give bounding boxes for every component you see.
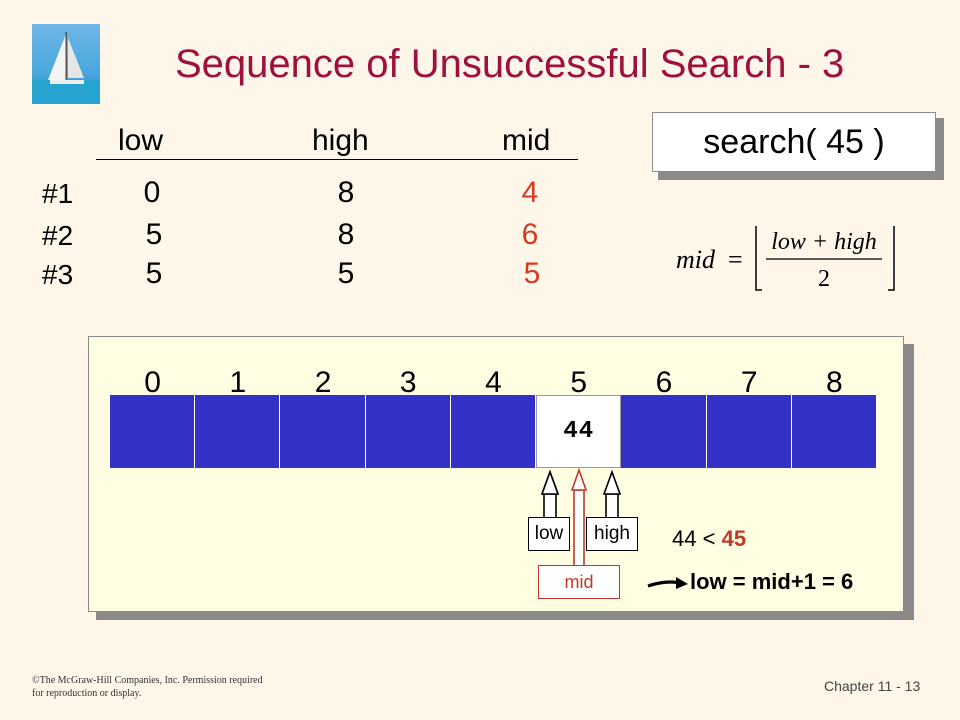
row-low-value: 0 — [143, 176, 161, 209]
formula-equals: = — [728, 245, 743, 274]
search-call-text: search( 45 ) — [703, 122, 885, 161]
row-mid-value: 4 — [521, 176, 539, 209]
slide-title: Sequence of Unsuccessful Search - 3 — [175, 42, 845, 86]
pointer-arrows — [540, 467, 622, 567]
row-label: #2 — [42, 220, 74, 251]
array-index-label: 0 — [144, 366, 161, 399]
array-index-label: 4 — [485, 366, 502, 399]
column-header-high: high — [312, 124, 369, 157]
array-index-label: 5 — [570, 366, 588, 399]
row-label: #3 — [42, 259, 74, 290]
mid-pointer-label: mid — [538, 565, 620, 599]
array-cell-eliminated — [195, 395, 281, 468]
formula-lhs: mid — [676, 245, 716, 274]
sailboat-logo — [32, 24, 100, 104]
comparison-left: 44 — [672, 526, 697, 551]
table-header-rule — [96, 159, 578, 160]
formula-numerator: low + high — [771, 229, 877, 255]
search-call-box: search( 45 ) — [652, 112, 936, 172]
high-pointer-arrow — [605, 493, 619, 519]
row-high-value: 5 — [337, 257, 355, 290]
array-index-label: 1 — [229, 366, 247, 399]
array-index-label: 8 — [826, 366, 843, 399]
array-index-label: 6 — [655, 366, 673, 399]
copyright-notice: ©The McGraw-Hill Companies, Inc. Permiss… — [32, 675, 263, 699]
mid-pointer-arrow — [573, 489, 585, 567]
row-high-value: 8 — [337, 176, 355, 209]
array-index-label: 3 — [399, 366, 417, 399]
row-mid-value: 5 — [523, 257, 541, 290]
array-cell-eliminated — [621, 395, 707, 468]
high-pointer-label: high — [586, 517, 638, 551]
row-low-value: 5 — [145, 218, 163, 251]
row-high-value: 8 — [337, 218, 355, 251]
row-low-value: 5 — [145, 257, 163, 290]
array-panel — [88, 336, 904, 612]
sorted-array: 44 — [110, 395, 877, 468]
array-index-label: 7 — [740, 366, 758, 399]
array-cell-eliminated — [706, 395, 792, 468]
column-header-mid: mid — [502, 124, 551, 157]
column-header-low: low — [118, 124, 164, 157]
low-pointer-label: low — [528, 517, 570, 551]
row-mid-value: 6 — [521, 218, 539, 251]
row-label: #1 — [42, 178, 74, 209]
array-cell-eliminated — [450, 395, 537, 468]
update-arrow-icon — [647, 577, 688, 589]
array-cell-eliminated — [365, 395, 451, 468]
array-index-label: 2 — [314, 366, 332, 399]
mid-formula: mid = low + high 2 — [676, 226, 895, 292]
low-update-text: low = mid+1 = 6 — [690, 569, 854, 594]
chapter-page-number: Chapter 11 - 13 — [824, 678, 921, 694]
array-cell-eliminated — [791, 395, 877, 468]
formula-denominator: 2 — [818, 266, 830, 292]
array-cell-current: 44 — [536, 395, 622, 468]
comparison-target: 45 — [721, 526, 747, 551]
comparison-text: 44 < 45 — [672, 526, 746, 552]
array-cell-eliminated — [280, 395, 366, 468]
comparison-operator: < — [702, 526, 716, 551]
array-cell-eliminated — [110, 395, 196, 468]
